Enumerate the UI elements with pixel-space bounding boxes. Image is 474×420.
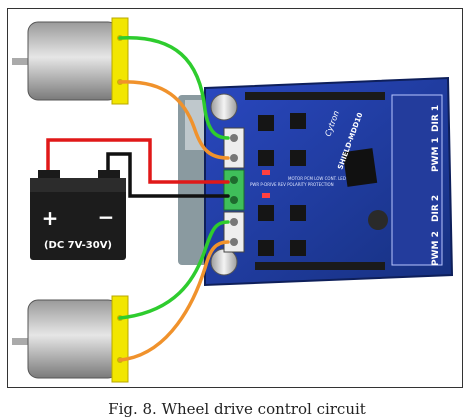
mosfet	[258, 150, 274, 166]
mosfet	[258, 240, 274, 256]
battery-terminal-positive	[38, 170, 60, 180]
led	[262, 193, 270, 198]
mosfet	[290, 150, 306, 166]
mosfet	[290, 205, 306, 221]
terminal-power	[223, 169, 245, 211]
battery-plus-sign: +	[42, 206, 59, 230]
pwm2-label: PWM 2	[431, 231, 441, 266]
wire-green-top	[118, 36, 230, 140]
motor-top	[12, 17, 129, 105]
battery-minus-sign: −	[98, 205, 115, 229]
led	[262, 170, 270, 175]
dir1-label: DIR 1	[431, 105, 441, 132]
figure-caption: Fig. 8. Wheel drive control circuit	[108, 400, 366, 418]
motor-text: MOTOR PCM LOW CONT. LED	[288, 176, 346, 181]
header-pins-top	[245, 92, 385, 100]
inductor	[368, 210, 388, 230]
wires	[46, 36, 230, 362]
mosfet	[258, 205, 274, 221]
wire-black	[106, 152, 230, 198]
pwm1-label: PWM 1	[431, 137, 441, 172]
battery-voltage-label: (DC 7V-30V)	[44, 240, 112, 251]
controller-chip	[342, 148, 378, 187]
jumper-area	[391, 94, 443, 266]
wire-green-bottom	[118, 220, 230, 320]
wire-orange-bottom	[118, 240, 230, 362]
battery-terminal-negative	[98, 170, 120, 180]
mosfet	[290, 113, 306, 129]
wire-red	[46, 138, 230, 184]
power-text: PWR P-DRIVE REV POLARITY PROTECTION	[250, 182, 334, 187]
mosfet	[258, 115, 274, 131]
capacitor-bottom	[210, 248, 238, 276]
battery	[30, 170, 126, 260]
motor-bottom	[12, 295, 129, 383]
wire-orange-top	[118, 80, 230, 160]
dir2-label: DIR 2	[431, 195, 441, 222]
capacitor-top	[210, 93, 238, 121]
header-pins-bottom	[255, 262, 385, 270]
mosfet	[290, 240, 306, 256]
motor-driver-board	[204, 76, 454, 287]
